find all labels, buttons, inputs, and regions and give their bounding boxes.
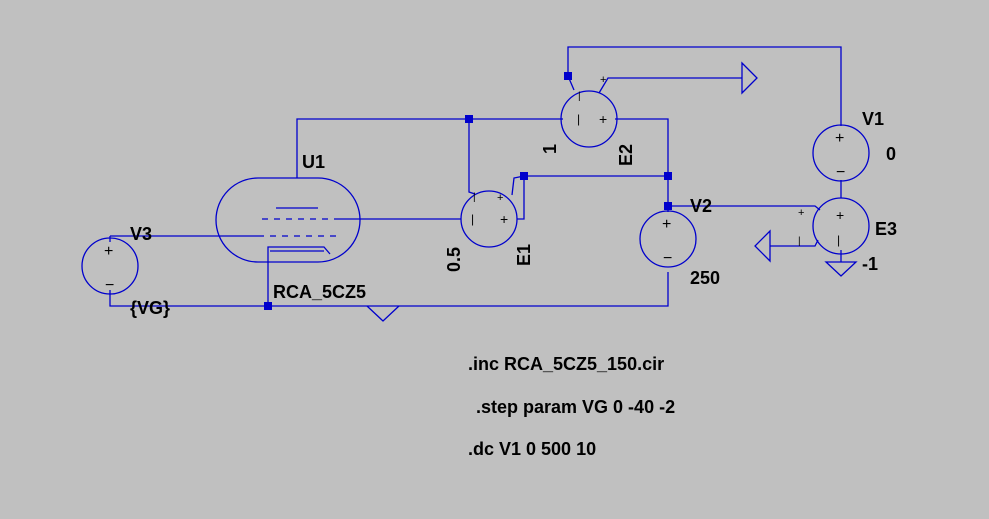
plus-sign: +: [104, 243, 113, 260]
source-v1[interactable]: + −: [812, 124, 870, 182]
source-v2[interactable]: + −: [639, 210, 697, 268]
wires: [109, 46, 842, 307]
v3-value-label[interactable]: {VG}: [130, 298, 170, 318]
ctrl-pin-minus: |: [798, 236, 801, 247]
labels: U1 RCA_5CZ5 V3 {VG} V1 0 V2 250 E3 -1 E1…: [130, 109, 897, 459]
input-flag-arrow-icon[interactable]: [754, 229, 771, 263]
e1-ref-label[interactable]: E1: [514, 244, 534, 266]
ground-icon[interactable]: [824, 261, 858, 277]
minus-sign: −: [836, 164, 845, 181]
ctrl-pin-minus: |: [473, 192, 476, 203]
source-circle: [812, 124, 870, 182]
pin-plus: +: [599, 111, 607, 127]
junction-dot: [664, 172, 672, 180]
junction-dot: [564, 72, 572, 80]
junction-dot: [520, 172, 528, 180]
directive-inc[interactable]: .inc RCA_5CZ5_150.cir: [468, 354, 664, 374]
output-flag-arrow-icon[interactable]: [741, 61, 758, 95]
vcvs-e2[interactable]: | + | +: [560, 74, 618, 148]
wire-v1-loop[interactable]: [567, 46, 842, 126]
source-circle: [460, 190, 518, 248]
junction-dot: [264, 302, 272, 310]
pin-minus: |: [837, 233, 840, 247]
e2-ref-label[interactable]: E2: [616, 144, 636, 166]
wire-bottom-net[interactable]: [109, 272, 669, 307]
vcvs-e1[interactable]: | + | +: [460, 190, 518, 248]
source-circle: [81, 237, 139, 295]
ctrl-pin-plus: +: [600, 74, 606, 86]
directive-step[interactable]: .step param VG 0 -40 -2: [476, 397, 675, 417]
net-flags: [366, 61, 858, 322]
tube-envelope: [215, 177, 361, 263]
v2-ref-label[interactable]: V2: [690, 196, 712, 216]
v2-value-label[interactable]: 250: [690, 268, 720, 288]
pin-plus: +: [500, 211, 508, 227]
junction-dot: [664, 202, 672, 210]
pin-plus: +: [836, 207, 844, 223]
v1-value-label[interactable]: 0: [886, 144, 896, 164]
ctrl-pin-minus: |: [578, 91, 581, 102]
ground-icon[interactable]: [366, 305, 400, 322]
ctrl-pin-plus: +: [497, 192, 503, 204]
source-v3[interactable]: + −: [81, 236, 139, 295]
wire-e2-flag[interactable]: [598, 77, 742, 94]
junction-dot: [465, 115, 473, 123]
tube-cathode: [267, 246, 331, 262]
minus-sign: −: [663, 250, 672, 267]
tube-u1[interactable]: [215, 177, 361, 263]
v1-ref-label[interactable]: V1: [862, 109, 884, 129]
source-circle: [812, 197, 870, 255]
v3-ref-label[interactable]: V3: [130, 224, 152, 244]
pin-minus: |: [577, 112, 580, 126]
u1-value-label[interactable]: RCA_5CZ5: [273, 282, 366, 302]
e2-value-label[interactable]: 1: [540, 144, 560, 154]
e1-value-label[interactable]: 0.5: [444, 247, 464, 272]
source-circle: [560, 90, 618, 148]
minus-sign: −: [105, 277, 114, 294]
e3-value-label[interactable]: -1: [862, 254, 878, 274]
u1-ref-label[interactable]: U1: [302, 152, 325, 172]
directive-dc[interactable]: .dc V1 0 500 10: [468, 439, 596, 459]
wire-e1-ctrl-minus[interactable]: [468, 119, 476, 195]
e3-ref-label[interactable]: E3: [875, 219, 897, 239]
wire-e3-flag[interactable]: [770, 239, 819, 247]
plus-sign: +: [835, 130, 844, 147]
ctrl-pin-plus: +: [798, 207, 804, 219]
pin-minus: |: [471, 212, 474, 226]
plus-sign: +: [662, 216, 671, 233]
wire-e1-out[interactable]: [517, 175, 668, 220]
vcvs-e3[interactable]: + | + |: [798, 197, 870, 255]
wire-plate[interactable]: [296, 118, 469, 178]
junctions: [264, 72, 672, 310]
source-circle: [639, 210, 697, 268]
